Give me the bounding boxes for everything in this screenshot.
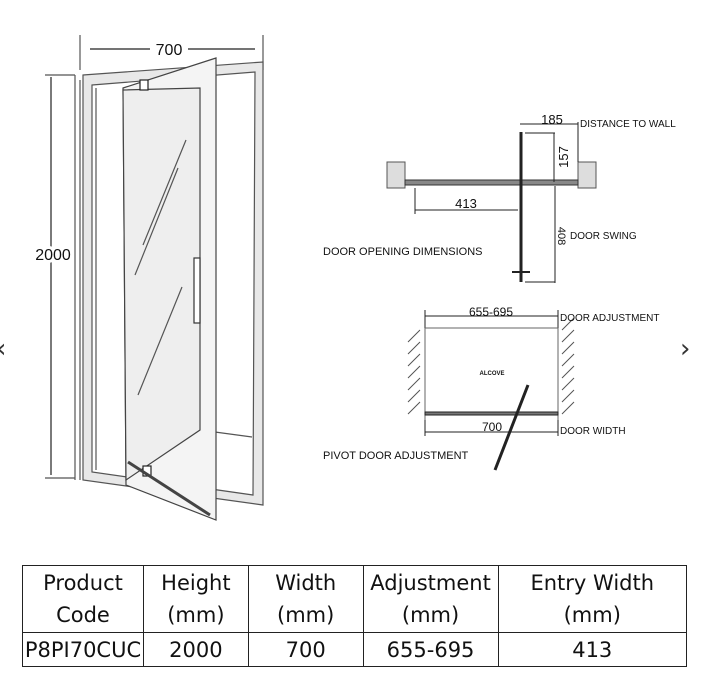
chevron-right-icon[interactable]: ›: [680, 334, 691, 364]
table-row: P8PI70CUC 2000 700 655-695 413: [22, 632, 688, 667]
door-swing-label: DOOR SWING: [570, 231, 637, 242]
header-text: (mm): [167, 603, 225, 627]
swing-value: 408: [555, 227, 567, 245]
front-height-label: 2000: [35, 247, 71, 264]
door-width-value: 700: [482, 420, 502, 434]
cell-height: 2000: [142, 632, 249, 667]
header-width: Width (mm): [247, 565, 364, 633]
adjustment-value: 655-695: [469, 305, 513, 319]
cell-width: 700: [247, 632, 364, 667]
pivot-adjustment-title: PIVOT DOOR ADJUSTMENT: [323, 450, 469, 462]
header-entry-width: Entry Width (mm): [497, 565, 688, 633]
distance-to-wall-label: DISTANCE TO WALL: [580, 119, 676, 130]
header-text: Height: [161, 571, 231, 595]
door-adjustment-label: DOOR ADJUSTMENT: [560, 313, 659, 324]
header-adjustment: Adjustment (mm): [362, 565, 499, 633]
cell-product-code: P8PI70CUC: [22, 632, 144, 667]
header-text: (mm): [277, 603, 335, 627]
header-text: Product: [43, 571, 123, 595]
door-opening-plan: [386, 122, 597, 283]
door-opening-title: DOOR OPENING DIMENSIONS: [323, 246, 483, 258]
front-view-door: [45, 35, 264, 521]
pivot-adjustment-plan: [407, 310, 575, 471]
header-text: (mm): [401, 603, 460, 627]
cell-entry-width: 413: [497, 632, 688, 667]
alcove-label: ALCOVE: [479, 371, 504, 377]
header-text: (mm): [563, 603, 621, 627]
diagram: 700 2000 185 DISTANCE TO WALL 157 413 40…: [35, 35, 677, 521]
header-height: Height (mm): [142, 565, 249, 633]
chevron-left-icon[interactable]: ‹: [0, 336, 6, 362]
header-text: Entry Width: [530, 571, 655, 595]
header-text: Code: [56, 603, 110, 627]
door-width-label: DOOR WIDTH: [560, 426, 626, 437]
entry-width-value: 413: [455, 196, 477, 211]
depth-value: 157: [556, 146, 571, 168]
header-text: Width: [275, 571, 337, 595]
header-text: Adjustment: [370, 571, 491, 595]
cell-adjustment: 655-695: [362, 632, 499, 667]
distance-to-wall-value: 185: [541, 112, 563, 127]
front-width-label: 700: [156, 42, 183, 59]
